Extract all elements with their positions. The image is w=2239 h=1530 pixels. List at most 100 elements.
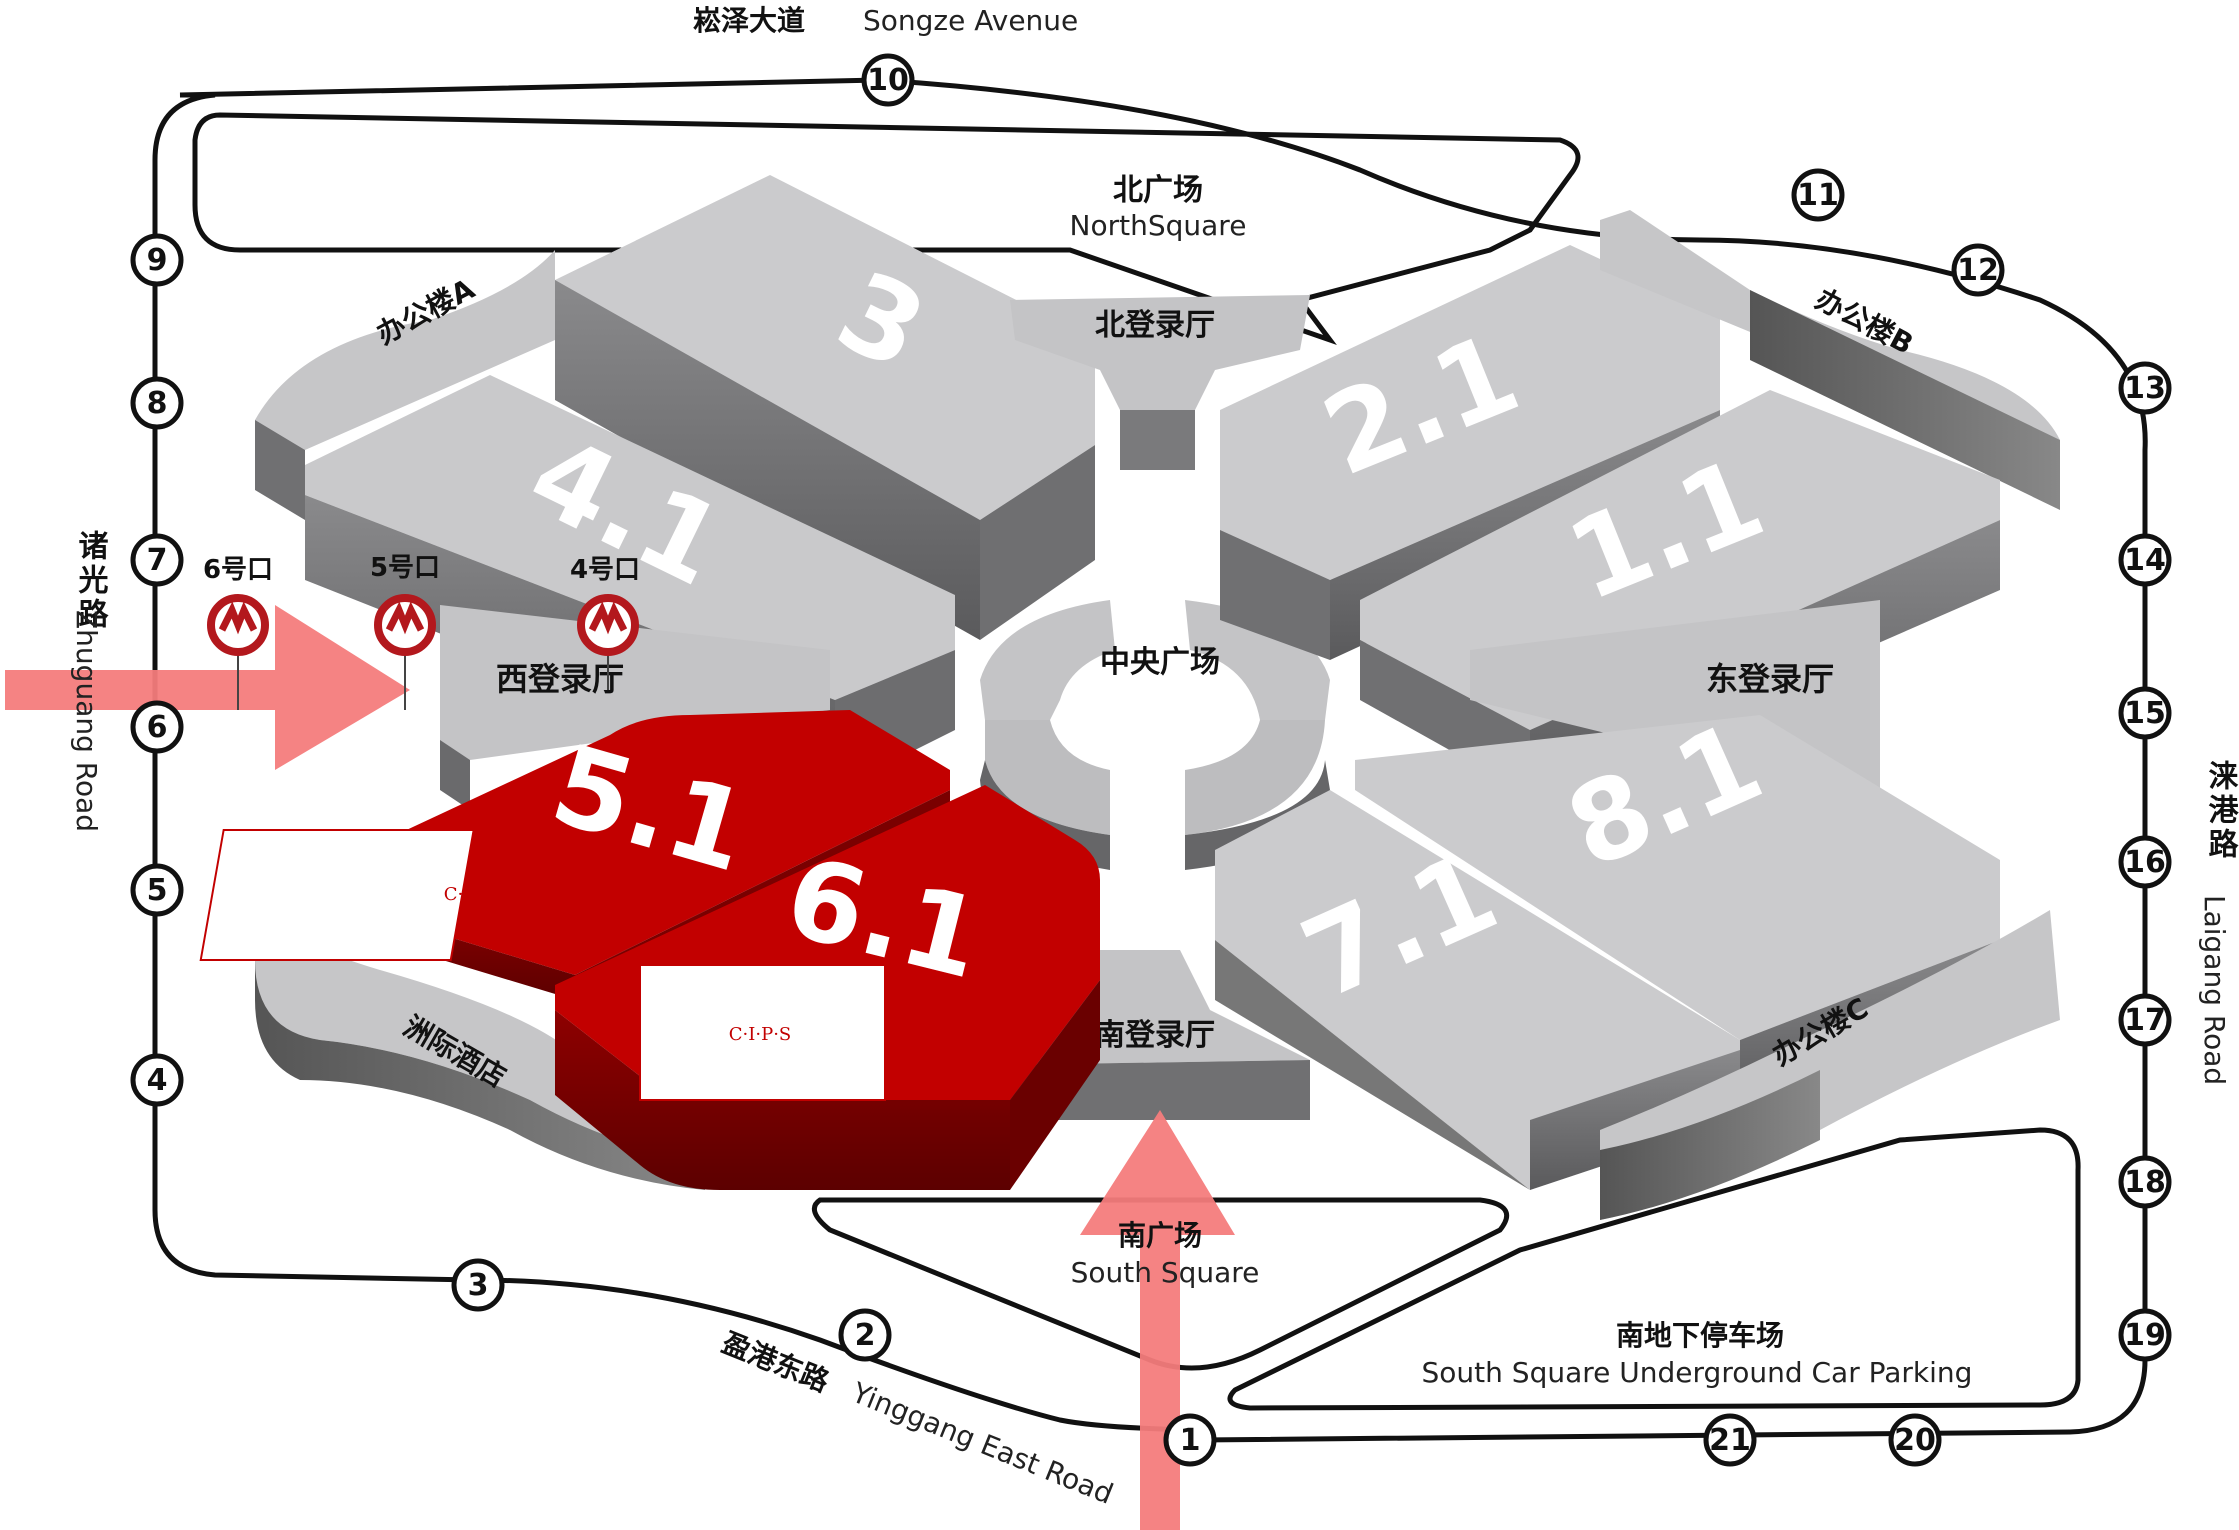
cips-badge-5-1: C·I·P·S <box>199 829 507 961</box>
gate-number: 2 <box>855 1318 876 1353</box>
parking-zh: 南地下停车场 <box>1616 1319 1784 1352</box>
north-square-en: NorthSquare <box>1070 209 1247 242</box>
gate-3[interactable]: 3 <box>451 1258 505 1312</box>
gate-2[interactable]: 2 <box>838 1308 892 1362</box>
gate-number: 14 <box>2124 543 2166 578</box>
gate-circle <box>2118 533 2172 587</box>
cips-text: C·I·P·S <box>444 884 507 905</box>
gate-17[interactable]: 17 <box>2118 993 2172 1047</box>
gate-9[interactable]: 9 <box>130 233 184 287</box>
metro-exits: 6号口 5号口 4号口 <box>203 553 640 710</box>
gate-circle <box>2118 835 2172 889</box>
gate-number: 1 <box>1180 1423 1201 1458</box>
gate-circle <box>1791 168 1845 222</box>
gate-circle <box>130 533 184 587</box>
south-square-zh: 南广场 <box>1118 1219 1202 1252</box>
gate-circle <box>130 1053 184 1107</box>
south-arrow <box>1080 1110 1235 1530</box>
central-plaza-label: 中央广场 <box>1100 645 1220 680</box>
gate-circle <box>2118 993 2172 1047</box>
gate-6[interactable]: 6 <box>130 700 184 754</box>
metro-exit-4[interactable]: 4号口 <box>570 555 640 690</box>
gate-circle <box>130 863 184 917</box>
gate-15[interactable]: 15 <box>2118 686 2172 740</box>
west-arrow <box>5 605 410 770</box>
gate-number: 5 <box>147 873 168 908</box>
gate-circle <box>838 1308 892 1362</box>
west-road-en: Zhuguang Road <box>70 610 103 832</box>
gate-4[interactable]: 4 <box>130 1053 184 1107</box>
gate-number: 4 <box>147 1063 168 1098</box>
gate-number: 16 <box>2124 845 2166 880</box>
gate-number: 12 <box>1957 253 1999 288</box>
east-road-en: Laigang Road <box>2198 895 2231 1085</box>
gate-number: 7 <box>147 543 168 578</box>
gate-21[interactable]: 21 <box>1703 1413 1757 1467</box>
gate-circle <box>1703 1413 1757 1467</box>
north-road-zh: 崧泽大道 <box>693 4 805 37</box>
gate-number: 9 <box>147 243 168 278</box>
gate-number: 13 <box>2124 371 2166 406</box>
south-lobby-label: 南登录厅 <box>1095 1018 1215 1053</box>
south-square-en: South Square <box>1071 1256 1260 1289</box>
parking-en: South Square Underground Car Parking <box>1422 1356 1973 1389</box>
gate-circle <box>1951 243 2005 297</box>
gate-circle <box>2118 1155 2172 1209</box>
metro-exit-5[interactable]: 5号口 <box>370 553 440 710</box>
north-lobby-label: 北登录厅 <box>1095 308 1215 343</box>
gate-circle <box>2118 1308 2172 1362</box>
halls: 3 办公楼A 4.1 西登录厅 北登录厅 <box>255 175 2060 1220</box>
gate-circle <box>2118 361 2172 415</box>
gate-circle <box>1888 1413 1942 1467</box>
metro-exit-5-label: 5号口 <box>370 553 440 583</box>
east-lobby-label: 东登录厅 <box>1706 660 1834 698</box>
gate-number: 21 <box>1709 1423 1751 1458</box>
gate-8[interactable]: 8 <box>130 376 184 430</box>
gate-number: 17 <box>2124 1003 2166 1038</box>
west-lobby-label: 西登录厅 <box>496 660 624 698</box>
entrance-arrows <box>5 605 1235 1530</box>
gate-number: 3 <box>468 1268 489 1303</box>
gate-20[interactable]: 20 <box>1888 1413 1942 1467</box>
gate-7[interactable]: 7 <box>130 533 184 587</box>
cips-badge-6-1: C·I·P·S <box>639 964 886 1101</box>
gate-number: 19 <box>2124 1318 2166 1353</box>
north-square-zh: 北广场 <box>1113 173 1203 208</box>
gate-number: 11 <box>1797 178 1839 213</box>
metro-exit-4-label: 4号口 <box>570 555 640 585</box>
gate-circle <box>130 700 184 754</box>
gate-number: 10 <box>867 63 909 98</box>
highlighted-halls: 5.1 C·I·P·S 6.1 C·I·P·S <box>199 710 1100 1190</box>
north-lobby[interactable]: 北登录厅 <box>1010 295 1310 470</box>
labels: 崧泽大道 Songze Avenue 北广场 NorthSquare 南广场 S… <box>70 4 2239 1511</box>
gate-number: 6 <box>147 710 168 745</box>
gate-number: 8 <box>147 386 168 421</box>
gate-number: 18 <box>2124 1165 2166 1200</box>
gate-12[interactable]: 12 <box>1951 243 2005 297</box>
metro-exit-6[interactable]: 6号口 <box>203 555 273 710</box>
gate-circle <box>861 53 915 107</box>
gate-circle <box>1163 1413 1217 1467</box>
gate-19[interactable]: 19 <box>2118 1308 2172 1362</box>
gate-number: 15 <box>2124 696 2166 731</box>
hall-3[interactable]: 3 <box>555 175 1095 640</box>
gate-14[interactable]: 14 <box>2118 533 2172 587</box>
hall-6-1[interactable]: 6.1 C·I·P·S <box>555 785 1100 1190</box>
gate-16[interactable]: 16 <box>2118 835 2172 889</box>
gate-number: 20 <box>1894 1423 1936 1458</box>
gate-circle <box>130 376 184 430</box>
gate-18[interactable]: 18 <box>2118 1155 2172 1209</box>
east-road-zh: 涞港路 <box>2203 760 2239 862</box>
gate-13[interactable]: 13 <box>2118 361 2172 415</box>
gate-circle <box>451 1258 505 1312</box>
gate-11[interactable]: 11 <box>1791 168 1845 222</box>
gate-10[interactable]: 10 <box>861 53 915 107</box>
gate-1[interactable]: 1 <box>1163 1413 1217 1467</box>
north-road-en: Songze Avenue <box>863 4 1078 37</box>
gate-5[interactable]: 5 <box>130 863 184 917</box>
gate-circle <box>2118 686 2172 740</box>
west-road-zh: 诸光路 <box>73 530 109 632</box>
cips-text: C·I·P·S <box>729 1024 792 1045</box>
